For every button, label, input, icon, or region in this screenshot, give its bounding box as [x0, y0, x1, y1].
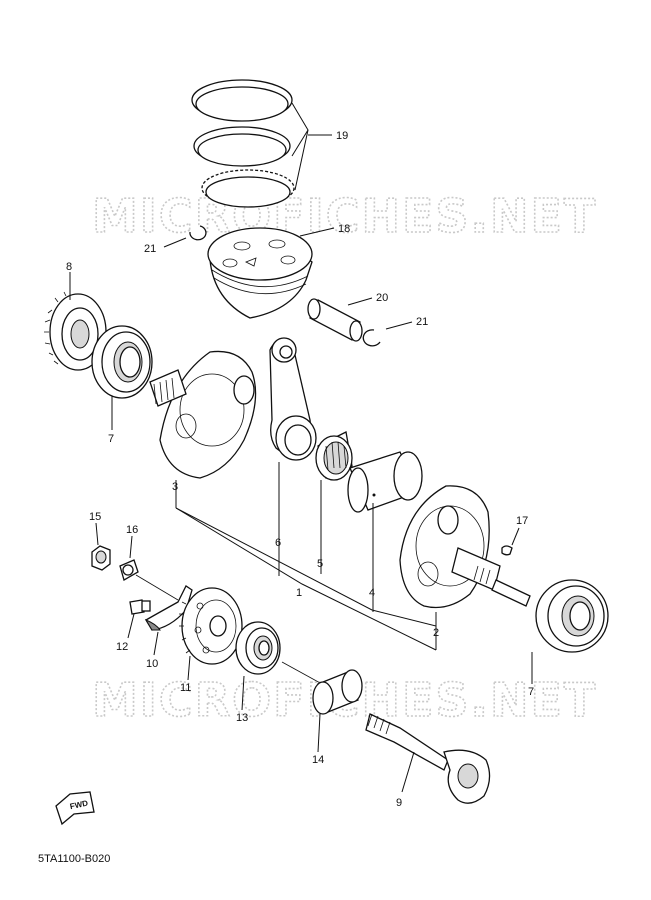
crank-web-left[interactable] [149, 350, 257, 479]
callout-14[interactable]: 14 [312, 754, 324, 766]
callout-21b[interactable]: 21 [416, 316, 428, 328]
nut[interactable] [91, 545, 111, 571]
balancer-gear[interactable] [179, 587, 243, 665]
needle-bearing[interactable] [315, 431, 353, 481]
callout-6[interactable]: 6 [275, 537, 281, 549]
piston-pin[interactable] [307, 298, 363, 342]
lock-washer[interactable] [119, 559, 139, 581]
balancer-needle-bearing[interactable] [312, 669, 363, 715]
callout-7b[interactable]: 7 [528, 686, 534, 698]
piston[interactable] [207, 227, 313, 319]
fwd-arrow: FWD [55, 791, 95, 826]
callout-8[interactable]: 8 [66, 261, 72, 273]
callout-19[interactable]: 19 [336, 130, 348, 142]
connecting-rod[interactable] [269, 337, 317, 461]
circlip-left[interactable] [189, 225, 207, 241]
woodruff-key[interactable] [501, 545, 513, 556]
circlip-right[interactable] [362, 329, 381, 347]
watermark-top: MICROFICHES.NET [92, 189, 597, 243]
callout-21a[interactable]: 21 [144, 243, 156, 255]
crank-web-right[interactable] [399, 485, 531, 609]
timing-gear[interactable] [44, 291, 107, 371]
callout-12[interactable]: 12 [116, 641, 128, 653]
callouts: 19 18 21 21 20 8 7 3 6 5 1 4 2 17 7 15 1… [66, 130, 534, 809]
callout-15[interactable]: 15 [89, 511, 101, 523]
callout-7a[interactable]: 7 [108, 433, 114, 445]
callout-20[interactable]: 20 [376, 292, 388, 304]
callout-16[interactable]: 16 [126, 524, 138, 536]
bearing-left[interactable] [91, 325, 153, 399]
crank-pin[interactable] [347, 451, 423, 513]
callout-2[interactable]: 2 [433, 627, 439, 639]
piston-rings[interactable] [191, 79, 295, 208]
callout-17[interactable]: 17 [516, 515, 528, 527]
bearing-right[interactable] [535, 579, 609, 653]
balancer-bearing[interactable] [235, 621, 281, 675]
callout-18[interactable]: 18 [338, 223, 350, 235]
callout-1[interactable]: 1 [296, 587, 302, 599]
callout-13[interactable]: 13 [236, 712, 248, 724]
callout-9[interactable]: 9 [396, 797, 402, 809]
callout-11[interactable]: 11 [180, 682, 191, 694]
callout-4[interactable]: 4 [369, 587, 375, 599]
drawing-code: 5TA1100-B020 [38, 853, 110, 865]
callout-3[interactable]: 3 [172, 481, 178, 493]
fwd-label: FWD [69, 799, 89, 812]
balancer-shaft[interactable] [365, 713, 491, 804]
callout-10[interactable]: 10 [146, 658, 158, 670]
bolt[interactable] [129, 599, 151, 615]
balancer-plate[interactable] [144, 585, 193, 631]
callout-5[interactable]: 5 [317, 558, 323, 570]
